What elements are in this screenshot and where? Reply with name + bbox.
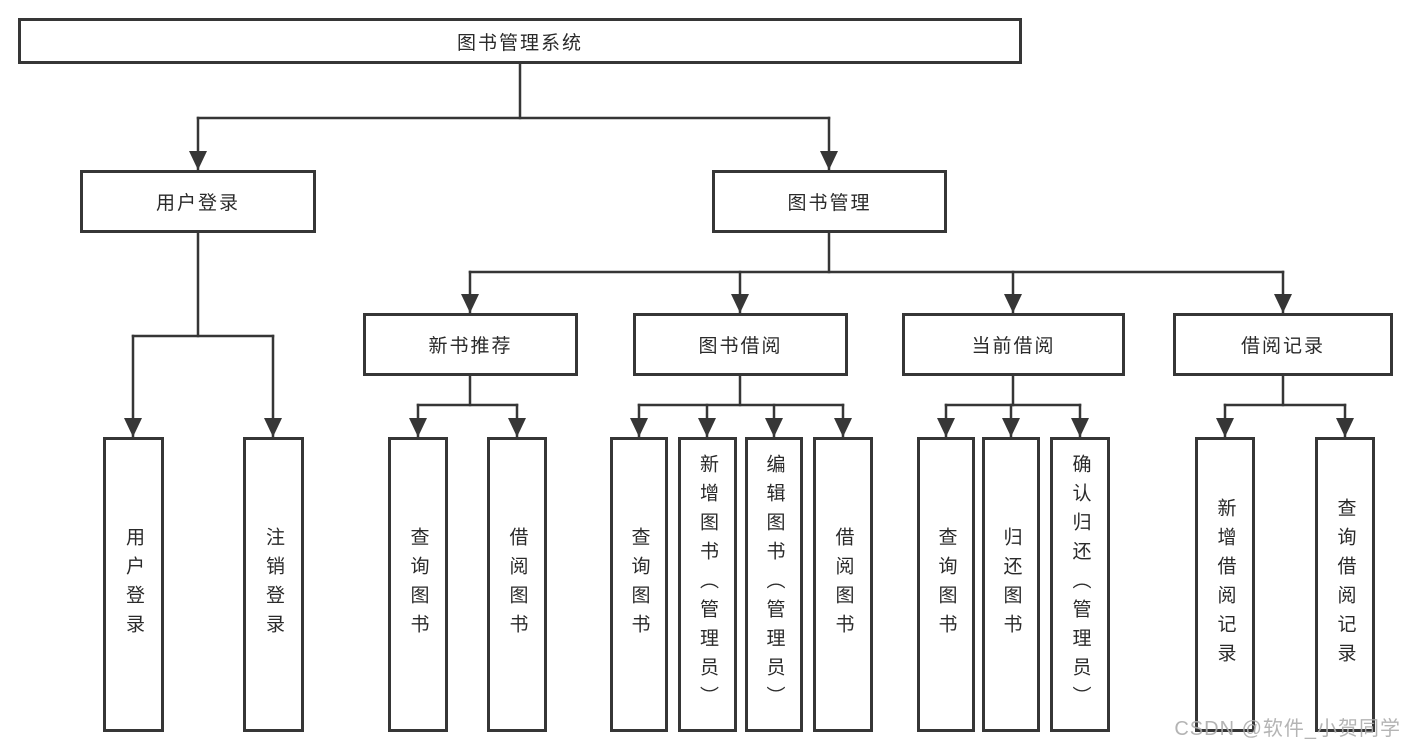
edge-book-borrow-children [630,374,852,439]
node-library-system: 图书管理系统 [18,18,1022,64]
leaf-add-book-admin: 新增图书（管理员） [678,437,737,732]
node-current-borrow: 当前借阅 [902,313,1125,376]
leaf-confirm-return-admin: 确认归还（管理员） [1050,437,1110,732]
leaf-query-books-recommend: 查询图书 [388,437,448,732]
leaf-add-borrow-record: 新增借阅记录 [1195,437,1255,732]
leaf-user-login: 用户登录 [103,437,164,732]
edge-new-book-recommend-children [409,374,526,439]
leaf-query-borrow-record: 查询借阅记录 [1315,437,1375,732]
node-borrow-records: 借阅记录 [1173,313,1393,376]
leaf-query-books-current: 查询图书 [917,437,975,732]
leaf-return-books: 归还图书 [982,437,1040,732]
edge-user-login-children [124,231,282,439]
leaf-query-books-borrow: 查询图书 [610,437,668,732]
edge-book-management-children [461,231,1292,315]
node-book-borrow: 图书借阅 [633,313,848,376]
leaf-borrow-books: 借阅图书 [813,437,873,732]
node-user-login: 用户登录 [80,170,316,233]
leaf-edit-book-admin: 编辑图书（管理员） [745,437,803,732]
edge-current-borrow-children [937,374,1089,439]
leaf-borrow-books-recommend: 借阅图书 [487,437,547,732]
node-book-management: 图书管理 [712,170,947,233]
leaf-logout: 注销登录 [243,437,304,732]
edge-root-to-level2 [189,62,838,172]
node-new-book-recommend: 新书推荐 [363,313,578,376]
edge-borrow-records-children [1216,374,1354,439]
